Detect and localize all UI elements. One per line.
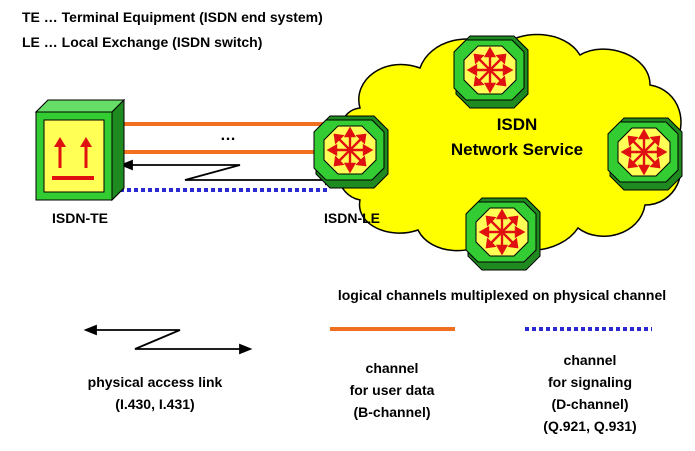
te-label: ISDN-TE (52, 210, 108, 226)
network-switch-bottom (464, 196, 542, 272)
legend-user-line2: for user data (350, 382, 435, 398)
channel-ellipsis: … (220, 127, 236, 144)
physical-link-zigzag (119, 159, 339, 186)
definition-te: TE … Terminal Equipment (ISDN end system… (22, 9, 323, 25)
isdn-le-switch (312, 114, 390, 190)
legend-signal-line3: (D-channel) (552, 396, 629, 412)
multiplex-caption: logical channels multiplexed on physical… (338, 287, 666, 303)
legend-signal-line4: (Q.921, Q.931) (543, 418, 636, 434)
isdn-te-device (34, 98, 126, 202)
cloud-label-line2: Network Service (451, 140, 583, 159)
legend-physical-line1: physical access link (88, 374, 223, 390)
legend-signal-line1: channel (564, 352, 617, 368)
legend-user-line1: channel (366, 360, 419, 376)
network-switch-top (452, 34, 530, 110)
legend-signal-line2: for signaling (548, 374, 632, 390)
definition-le: LE … Local Exchange (ISDN switch) (22, 34, 262, 50)
legend-physical-line2: (I.430, I.431) (115, 396, 194, 412)
le-label: ISDN-LE (324, 210, 380, 226)
legend-user-line3: (B-channel) (354, 404, 431, 420)
network-switch-right (606, 116, 684, 192)
cloud-label-line1: ISDN (497, 115, 538, 134)
legend-physical-link-icon (83, 324, 253, 355)
